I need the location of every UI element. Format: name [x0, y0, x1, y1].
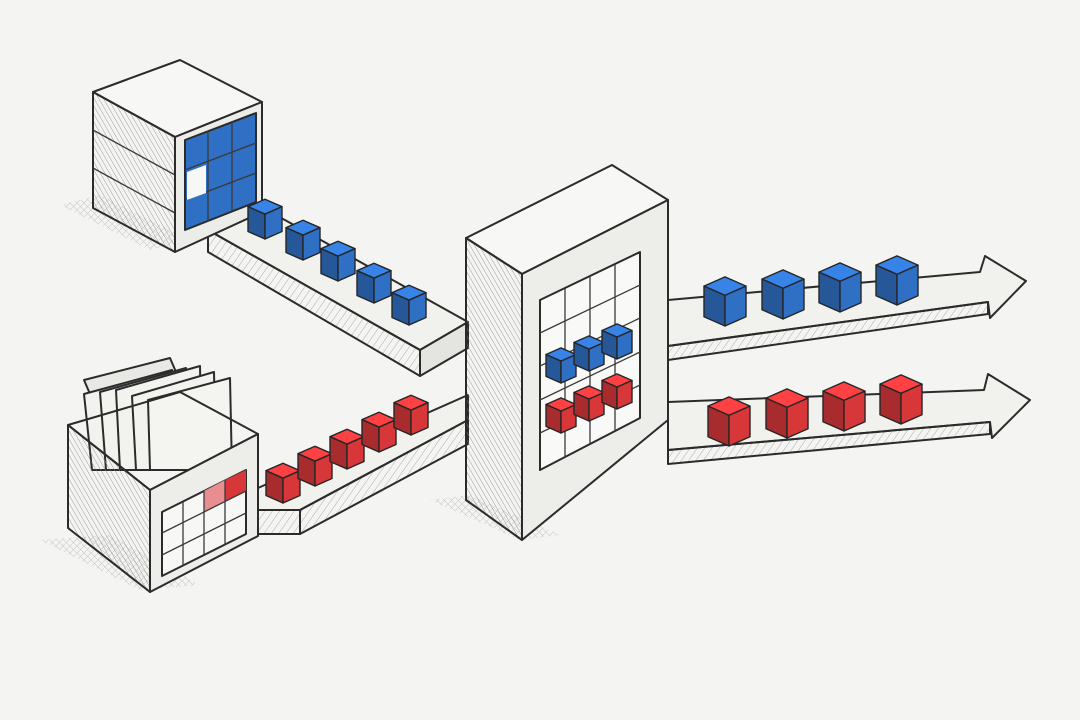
server-cube-icon — [60, 59, 263, 253]
blue-input-belt — [207, 204, 469, 377]
blue-data-grid — [184, 112, 257, 231]
red-cube — [393, 394, 429, 436]
gate-blue-cube — [545, 347, 577, 384]
blue-cube — [247, 198, 283, 240]
blue-cube — [356, 262, 392, 304]
blue-output-cube — [761, 269, 805, 320]
blue-output-cube — [703, 276, 747, 327]
blue-cube — [391, 284, 427, 326]
gate-red-cube — [601, 373, 633, 410]
gate-red-cube — [573, 385, 605, 422]
gate-red-cube — [545, 397, 577, 434]
blue-cube — [285, 219, 321, 261]
blue-cube — [320, 240, 356, 282]
gate-blue-cube — [601, 323, 633, 360]
red-output-cube — [822, 381, 866, 432]
red-cube — [265, 462, 301, 504]
red-output-cube — [879, 374, 923, 425]
red-cube — [297, 445, 333, 487]
blue-output-cube — [875, 255, 919, 306]
red-cube — [329, 428, 365, 470]
gate-blue-cube — [573, 335, 605, 372]
red-output-cube — [707, 396, 751, 447]
card-tray-icon — [40, 357, 259, 593]
blue-output-cube — [818, 262, 862, 313]
red-output-cube — [765, 388, 809, 439]
red-input-belt — [257, 394, 469, 535]
red-cube — [361, 411, 397, 453]
red-data-grid — [161, 469, 247, 577]
